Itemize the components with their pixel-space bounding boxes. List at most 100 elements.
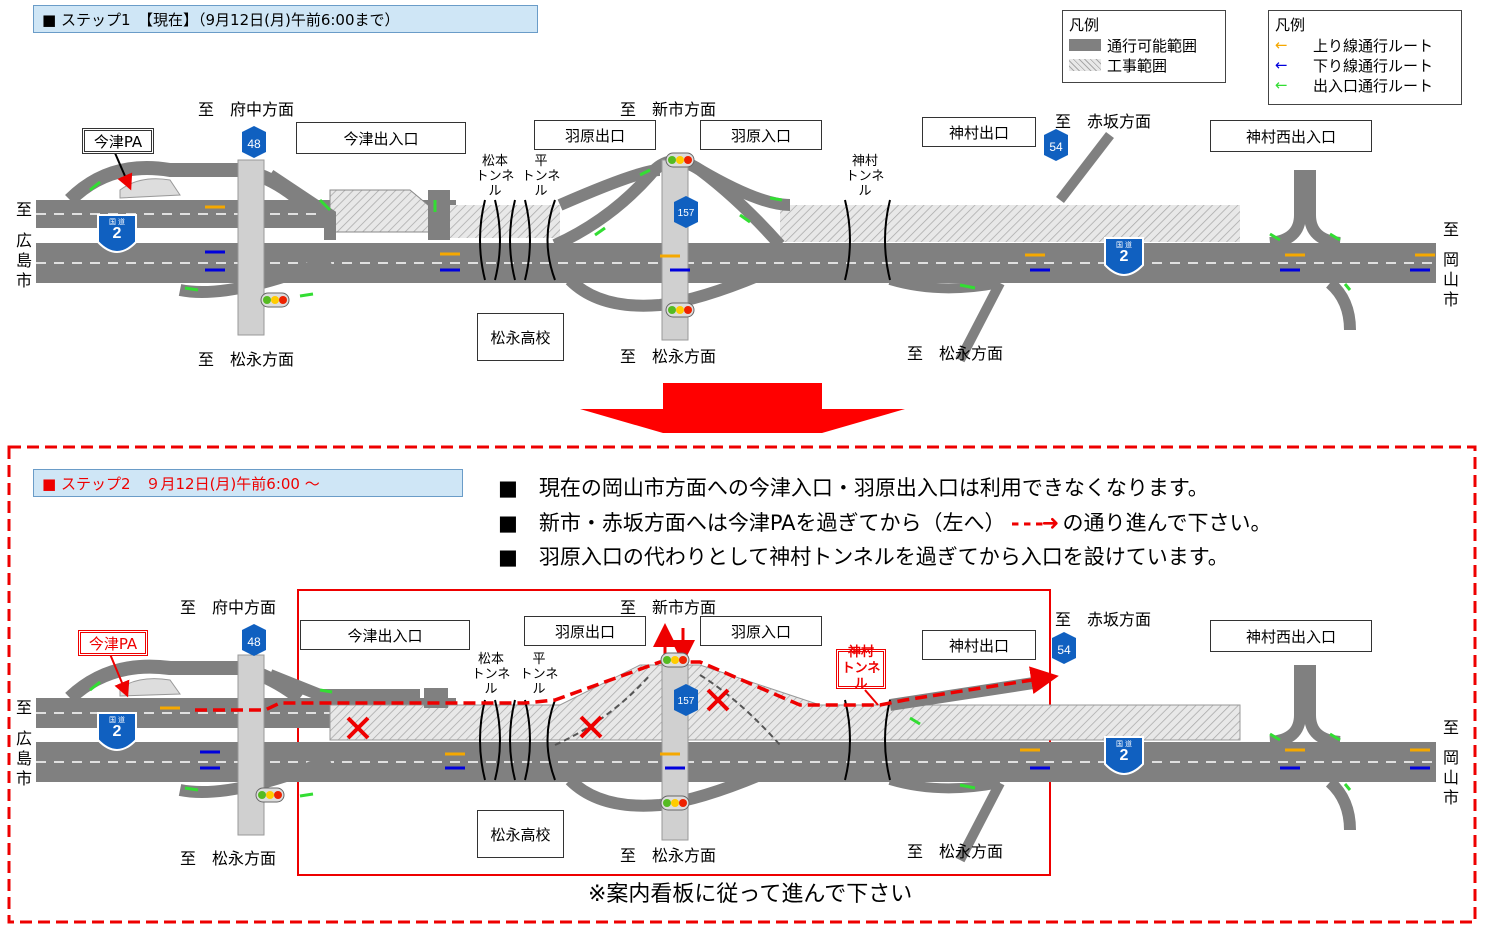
legend-swatch bbox=[1069, 59, 1101, 71]
tunnel-label: 平 トンネル bbox=[521, 154, 561, 199]
step1-header: ■ ステップ1 【現在】（9月12日(月)午前6:00まで） bbox=[33, 5, 538, 33]
end-label: 岡 bbox=[1442, 250, 1459, 269]
kamimura-exit-box: 神村出口 bbox=[922, 630, 1036, 660]
end-label: 広 bbox=[15, 231, 32, 250]
route2-number: 2 bbox=[1120, 248, 1129, 265]
traffic-lights bbox=[255, 152, 695, 811]
note-line: ■ 現在の岡山市方面への今津入口・羽原出入口は利用できなくなります。 bbox=[498, 476, 1209, 500]
route-arrows bbox=[89, 168, 1435, 798]
route-shield-numbers: 2 国 道 2 国 道 2 国 道 2 国 道 48 157 54 48 157… bbox=[109, 137, 1132, 764]
place-label: 至 松永方面 bbox=[907, 842, 1004, 861]
arrow-left-icon: ← bbox=[1275, 56, 1288, 74]
legend-area: 凡例 通行可能範囲 工事範囲 bbox=[1062, 10, 1226, 83]
imazu-io-box: 今津出入口 bbox=[296, 122, 466, 154]
place-label: 至 松永方面 bbox=[198, 350, 295, 369]
new-route-line bbox=[195, 660, 1059, 712]
legend-row: ← 出入口通行ルート bbox=[1275, 75, 1455, 95]
end-label: 広 bbox=[15, 729, 32, 748]
arrow-left-icon: ← bbox=[1275, 76, 1288, 94]
note-text: ■ 新市・赤坂方面へは今津PAを過ぎてから（左へ） bbox=[498, 511, 1006, 535]
end-label: 至 bbox=[1442, 718, 1459, 737]
end-label: 市 bbox=[1442, 788, 1459, 807]
step2-tunnel-portals bbox=[479, 699, 891, 781]
habara-entrance-box: 羽原入口 bbox=[700, 120, 822, 150]
place-label: 至 松永方面 bbox=[180, 849, 277, 868]
route2-small-text: 国 道 bbox=[109, 217, 125, 226]
imazu-pa-box: 今津PA bbox=[78, 630, 148, 656]
legend-title: 凡例 bbox=[1275, 16, 1306, 34]
red-dashed-arrow-icon: - - -➜ bbox=[1005, 511, 1063, 535]
step1-header-text: ■ ステップ1 【現在】（9月12日(月)午前6:00まで） bbox=[42, 10, 400, 29]
end-label: 至 bbox=[1442, 220, 1459, 239]
kamimura-west-box: 神村西出入口 bbox=[1210, 120, 1372, 152]
legend-row: 通行可能範囲 bbox=[1069, 35, 1219, 55]
route157-number: 157 bbox=[678, 696, 695, 707]
habara-exit-box: 羽原出口 bbox=[534, 120, 656, 150]
end-label: 岡 bbox=[1442, 748, 1459, 767]
kamimura-exit-box: 神村出口 bbox=[922, 117, 1036, 147]
tunnel-label: 平 トンネル bbox=[519, 652, 559, 697]
pa-pointer bbox=[109, 653, 130, 698]
end-label: 至 bbox=[15, 698, 32, 717]
kamimura-west-box: 神村西出入口 bbox=[1210, 620, 1372, 652]
route48-number: 48 bbox=[247, 137, 261, 151]
legend-label: 出入口通行ルート bbox=[1313, 76, 1434, 95]
step1-tunnel-portals bbox=[479, 199, 891, 281]
place-label: 至 松永方面 bbox=[620, 347, 717, 366]
place-label: 至 新市方面 bbox=[620, 598, 717, 617]
step2-road-network bbox=[36, 654, 1436, 863]
imazu-pa-box: 今津PA bbox=[82, 128, 154, 154]
route2-number: 2 bbox=[113, 723, 122, 740]
route2-number: 2 bbox=[113, 225, 122, 242]
route-shields bbox=[97, 126, 1144, 775]
arrow-left-icon: ← bbox=[1275, 36, 1288, 54]
end-label: 市 bbox=[1442, 290, 1459, 309]
kamimura-tunnel-callout: 神村 トンネル bbox=[836, 645, 886, 692]
end-label: 市 bbox=[15, 769, 32, 788]
tunnel-label: 松本 トンネル bbox=[475, 154, 515, 199]
step2-header-text: ■ ステップ2 ９月12日(月)午前6:00 ～ bbox=[42, 474, 320, 493]
end-label: 市 bbox=[15, 271, 32, 290]
matsunaga-hs-box: 松永高校 bbox=[477, 810, 564, 858]
place-label: 至 府中方面 bbox=[180, 598, 277, 617]
pa-pointer bbox=[114, 152, 133, 191]
legend-row: ← 下り線通行ルート bbox=[1275, 55, 1455, 75]
route157-number: 157 bbox=[678, 208, 695, 219]
legend-row: ←上り線通行ルート bbox=[1275, 35, 1455, 55]
note-line: ■ 羽原入口の代わりとして神村トンネルを過ぎてから入口を設けています。 bbox=[498, 545, 1229, 569]
habara-exit-box: 羽原出口 bbox=[524, 616, 646, 646]
legend-routes: 凡例 ←上り線通行ルート ← 下り線通行ルート ← 出入口通行ルート bbox=[1268, 10, 1462, 105]
place-label: 至 赤坂方面 bbox=[1055, 112, 1152, 131]
legend-title: 凡例 bbox=[1069, 16, 1100, 34]
step1-road-network bbox=[36, 131, 1436, 363]
legend-label: 通行可能範囲 bbox=[1107, 36, 1198, 55]
place-label: 至 新市方面 bbox=[620, 100, 717, 119]
tunnel-label: 松本 トンネル bbox=[471, 652, 511, 697]
footer-note: ※案内看板に従って進んで下さい bbox=[588, 882, 913, 907]
route48-number: 48 bbox=[247, 635, 261, 649]
route2-number: 2 bbox=[1120, 747, 1129, 764]
end-label: 山 bbox=[1442, 270, 1459, 289]
route54-number: 54 bbox=[1057, 643, 1071, 657]
matsunaga-hs-box: 松永高校 bbox=[477, 313, 564, 361]
place-label: 至 赤坂方面 bbox=[1055, 610, 1152, 629]
route2-small-text: 国 道 bbox=[1116, 240, 1132, 249]
end-label: 山 bbox=[1442, 768, 1459, 787]
legend-row: 工事範囲 bbox=[1069, 55, 1219, 75]
route2-small-text: 国 道 bbox=[1116, 739, 1132, 748]
end-label: 島 bbox=[15, 749, 32, 768]
route2-small-text: 国 道 bbox=[109, 715, 125, 724]
legend-label: 工事範囲 bbox=[1107, 56, 1168, 75]
end-label: 島 bbox=[15, 251, 32, 270]
transition-arrow-body bbox=[663, 383, 822, 409]
legend-swatch bbox=[1069, 39, 1101, 51]
step2-frame bbox=[7, 445, 1477, 924]
note-text: の通り進んで下さい。 bbox=[1062, 511, 1272, 535]
closed-x-marks bbox=[346, 688, 730, 740]
note-line: ■ 新市・赤坂方面へは今津PAを過ぎてから（左へ） - - -➜ の通り進んで下… bbox=[498, 509, 1271, 538]
tunnel-pointer bbox=[864, 689, 879, 706]
route54-number: 54 bbox=[1049, 140, 1063, 154]
end-label: 至 bbox=[15, 200, 32, 219]
legend-label: 下り線通行ルート bbox=[1313, 56, 1434, 75]
